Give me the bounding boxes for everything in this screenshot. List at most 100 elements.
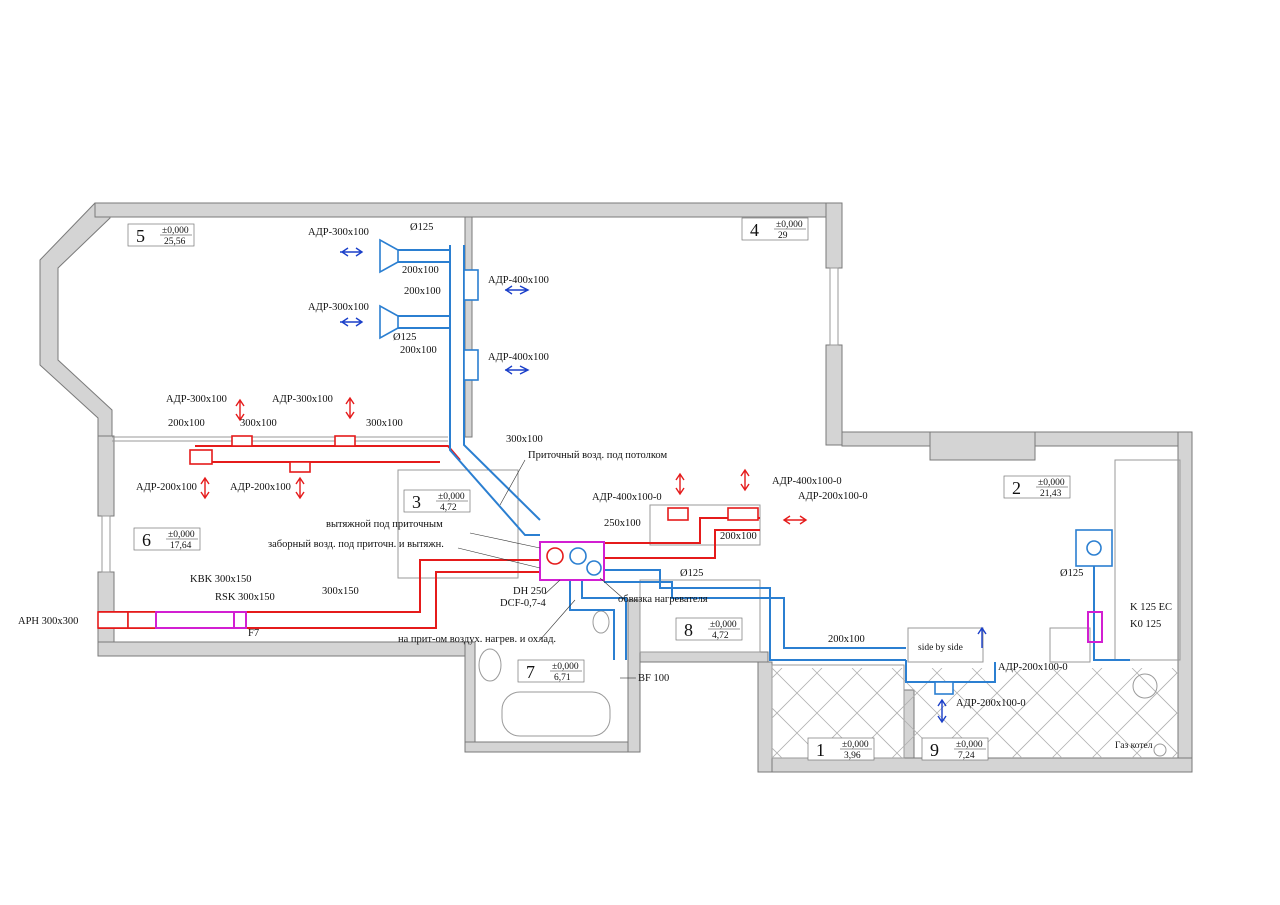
room-number: 8 bbox=[684, 620, 693, 640]
label-adr200-0b: АДР-200х100-0 bbox=[998, 662, 1068, 673]
room-number: 1 bbox=[816, 740, 825, 760]
arrow-blue-4 bbox=[504, 365, 530, 375]
room-area: 29 bbox=[778, 231, 788, 241]
exhaust-duct-right bbox=[604, 569, 906, 661]
label-adr300-a: АДР-300х100 bbox=[308, 227, 369, 238]
supply-duct-riser bbox=[419, 559, 540, 578]
room-number: 7 bbox=[526, 662, 535, 682]
label-adr200-a: АДР-200х100 bbox=[136, 482, 197, 493]
ahu-heater bbox=[586, 560, 602, 576]
room-level: ±0,000 bbox=[1038, 478, 1065, 488]
arrow-red-7 bbox=[782, 515, 808, 525]
tile-line bbox=[372, 668, 462, 758]
leader-pritochny bbox=[499, 459, 526, 506]
room-area: 21,43 bbox=[1040, 489, 1062, 499]
exhaust-duct-kitchen bbox=[905, 660, 996, 683]
supply-ducts bbox=[97, 435, 760, 629]
kitchen-sink bbox=[1049, 627, 1091, 663]
wall-room1-9 bbox=[903, 689, 915, 759]
kbk-section bbox=[127, 611, 157, 629]
air-handling-unit bbox=[539, 541, 605, 581]
wall-room8 bbox=[639, 579, 761, 653]
flow-arrows bbox=[200, 247, 987, 724]
label-dh250: DH 250 bbox=[513, 586, 547, 597]
exhaust-riser-b bbox=[463, 245, 541, 521]
label-bf100: BF 100 bbox=[638, 673, 669, 684]
label-200x100-f: 200х100 bbox=[828, 634, 865, 645]
label-200x100-e: 200х100 bbox=[720, 531, 757, 542]
sink-bath bbox=[478, 648, 502, 682]
arrow-red-1 bbox=[235, 398, 245, 422]
label-adr200-0a: АДР-200х100-0 bbox=[798, 491, 868, 502]
tile-line bbox=[1051, 668, 1143, 758]
supply-tee-d bbox=[289, 461, 311, 473]
tile-line bbox=[1091, 671, 1178, 758]
leader-na-prit bbox=[539, 599, 576, 641]
label-adr400-0b: АДР-400х100-0 bbox=[772, 476, 842, 487]
room-area: 3,96 bbox=[844, 751, 861, 761]
label-f7: F7 bbox=[248, 628, 259, 639]
window-room6 bbox=[101, 515, 111, 573]
supply-duct-right-b bbox=[604, 529, 760, 559]
arrow-blue-3 bbox=[504, 285, 530, 295]
label-d125-c: Ø125 bbox=[680, 568, 703, 579]
tile-line bbox=[1212, 668, 1280, 758]
arrow-red-6 bbox=[740, 468, 750, 492]
label-adr200-b: АДР-200х100 bbox=[230, 482, 291, 493]
leader-dh250 bbox=[544, 579, 561, 595]
wall-room6-left-top bbox=[97, 435, 115, 517]
room-level: ±0,000 bbox=[710, 620, 737, 630]
room-level: ±0,000 bbox=[168, 530, 195, 540]
wall-upper-middle bbox=[649, 504, 761, 546]
label-adr400-a: АДР-400х100 bbox=[488, 275, 549, 286]
label-200x100-c: 200х100 bbox=[400, 345, 437, 356]
exhaust-bath-b bbox=[581, 580, 627, 660]
room-number: 5 bbox=[136, 226, 145, 246]
room-level: ±0,000 bbox=[438, 492, 465, 502]
fridge-label: side by side bbox=[918, 643, 963, 653]
room-number: 4 bbox=[750, 220, 759, 240]
tile-line bbox=[772, 668, 863, 758]
arrow-red-3 bbox=[200, 476, 210, 500]
wall-bay-window bbox=[39, 202, 113, 437]
room-number: 9 bbox=[930, 740, 939, 760]
exhaust-grille-kitchen bbox=[934, 681, 954, 695]
label-300x100-b: 300х100 bbox=[366, 418, 403, 429]
arrow-blue-6 bbox=[937, 698, 947, 724]
leader-vytyazh bbox=[469, 532, 541, 549]
supply-duct-room6 bbox=[195, 445, 461, 461]
label-vytyazh: вытяжной под приточным bbox=[326, 519, 443, 530]
label-200x100-d: 200х100 bbox=[168, 418, 205, 429]
supply-tee-c bbox=[189, 449, 213, 465]
exhaust-branch-top bbox=[398, 249, 450, 263]
wall-room4-right-lower bbox=[825, 344, 843, 446]
label-200x100-b: 200х100 bbox=[404, 286, 441, 297]
f7-filter bbox=[233, 611, 247, 629]
arrow-blue-5 bbox=[977, 626, 987, 648]
room-level: ±0,000 bbox=[552, 662, 579, 672]
arrow-red-4 bbox=[295, 476, 305, 500]
leader-zabor bbox=[457, 547, 541, 569]
wall-room4-right bbox=[825, 202, 843, 269]
k125-fan bbox=[1087, 611, 1103, 643]
label-kvk: KBK 300x150 bbox=[190, 574, 252, 585]
wall-bath-right bbox=[627, 599, 641, 753]
label-250x100: 250х100 bbox=[604, 518, 641, 529]
gas-boiler-label: Газ котел bbox=[1115, 741, 1153, 751]
duct-labels: АДР-300х100 Ø125 200х100 АДР-400х100 200… bbox=[18, 222, 1172, 709]
label-adr400-b: АДР-400х100 bbox=[488, 352, 549, 363]
label-k125ec: K 125 EC bbox=[1130, 602, 1172, 613]
label-d125-b: Ø125 bbox=[393, 332, 416, 343]
label-300x100-c: 300х100 bbox=[506, 434, 543, 445]
supply-duct-riser-b bbox=[435, 571, 540, 578]
room-area: 4,72 bbox=[440, 503, 457, 513]
apn-damper bbox=[97, 611, 129, 629]
exhaust-duct-right-b bbox=[604, 581, 906, 649]
exhaust-diffuser-b bbox=[379, 304, 399, 340]
room-level: ±0,000 bbox=[162, 226, 189, 236]
arrow-blue-2 bbox=[340, 317, 364, 327]
exhaust-grille-b bbox=[463, 349, 479, 381]
wall-lobby-bottom bbox=[637, 651, 769, 663]
exhaust-ducts bbox=[379, 238, 1130, 695]
